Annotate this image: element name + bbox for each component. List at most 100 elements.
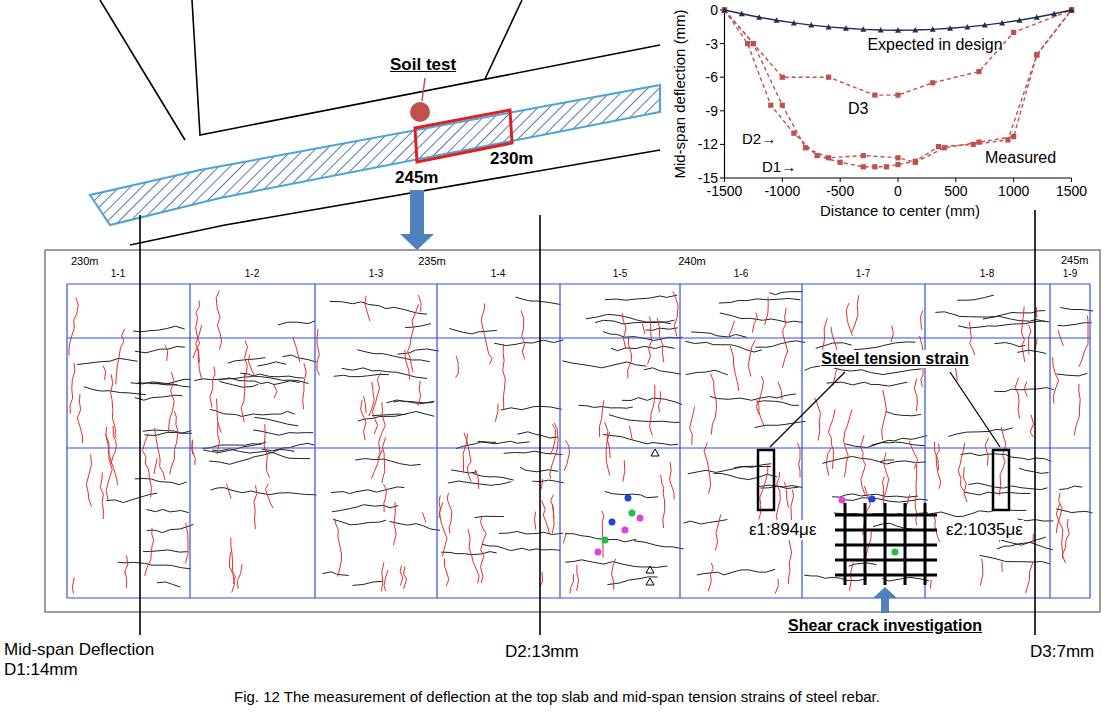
data-marker (895, 162, 900, 167)
measured-curve (725, 10, 1072, 167)
crack-line (422, 512, 425, 522)
crack-line (168, 372, 174, 433)
tick-label: 500 (944, 183, 967, 199)
crack-line (957, 295, 994, 300)
crack-line (844, 410, 853, 477)
crack-line (124, 556, 127, 573)
crack-line (335, 518, 342, 576)
crack-line (463, 434, 468, 472)
crack-line (634, 541, 684, 549)
test-markers (595, 449, 899, 585)
chainage-label: 245m (1060, 254, 1090, 267)
segment-label: 1-9 (1062, 268, 1078, 280)
crack-line (752, 313, 757, 333)
test-markers (609, 519, 616, 526)
crack-line (501, 406, 562, 410)
crack-line (372, 414, 406, 416)
crack-line (107, 493, 158, 502)
crack-line (405, 324, 431, 328)
crack-line (648, 317, 652, 365)
crack-line (930, 580, 932, 589)
crack-line (550, 423, 558, 479)
data-marker (860, 26, 866, 32)
crack-line (921, 311, 923, 330)
data-marker (826, 155, 831, 160)
data-marker (895, 155, 900, 160)
crack-line (516, 297, 561, 304)
crack-line (255, 417, 299, 426)
callout-leaders (770, 372, 1000, 447)
crack-line (372, 372, 380, 434)
crack-line (605, 295, 677, 300)
crack-line (570, 574, 574, 593)
crack-line (1024, 381, 1027, 396)
crack-line (691, 332, 747, 338)
measured-curve (725, 10, 1072, 95)
crack-line (730, 346, 739, 391)
chainage-label: 245m (395, 168, 438, 188)
crack-line (456, 356, 459, 378)
grid-line (66, 284, 67, 598)
crack-line (602, 511, 604, 558)
crack-line (629, 426, 632, 440)
crack-line (704, 443, 711, 494)
crack-line (449, 329, 497, 334)
axis-tick (724, 178, 725, 182)
crack-line (1001, 562, 1002, 572)
data-marker (826, 24, 832, 30)
crack-line (884, 452, 889, 499)
shear-crack-grid (835, 514, 937, 517)
crack-line (760, 486, 802, 489)
crack-line (475, 516, 504, 517)
crack-line (72, 578, 74, 594)
leader-line (422, 78, 425, 101)
crack-line (398, 349, 439, 354)
data-marker (913, 160, 918, 165)
segment-label: 1-1 (110, 268, 126, 280)
crack-line (849, 563, 853, 591)
crack-line (686, 370, 728, 375)
data-marker (947, 25, 953, 31)
crack-line (1056, 504, 1063, 559)
crack-line (715, 514, 721, 550)
curve-label: D3 (848, 100, 868, 118)
crack-line (852, 295, 859, 332)
shear-crack-grid (835, 559, 937, 562)
shear-crack-grid (835, 574, 937, 577)
crack-line (405, 350, 410, 380)
crack-line (330, 301, 427, 314)
crack-line (622, 313, 626, 349)
crack-line (185, 523, 188, 563)
data-marker (774, 17, 780, 23)
crack-line (603, 434, 678, 445)
crack-line (565, 534, 637, 542)
axis-tick (720, 110, 725, 111)
crack-line (249, 355, 255, 377)
data-marker (843, 25, 849, 31)
crack-line (218, 422, 221, 432)
data-marker (982, 22, 988, 28)
segment-label: 1-2 (244, 268, 260, 280)
crack-line (400, 566, 403, 586)
crack-line (607, 577, 657, 585)
crack-line (475, 470, 478, 489)
crack-line (579, 405, 633, 408)
shear-crack-grid (835, 544, 937, 547)
crack-line (785, 482, 789, 508)
crack-line (595, 320, 671, 324)
crack-line (1019, 468, 1048, 473)
crack-line (481, 304, 492, 365)
crack-line (170, 411, 178, 474)
crack-line (245, 341, 248, 376)
data-marker (838, 160, 843, 165)
data-marker (1011, 30, 1016, 35)
data-marker (930, 80, 935, 85)
crack-line (441, 552, 497, 555)
axis-tick (898, 178, 899, 182)
crack-line (734, 464, 771, 468)
crack-line (1015, 377, 1019, 418)
crack-line (960, 453, 1051, 461)
data-marker (912, 27, 918, 33)
crack-line (623, 460, 625, 482)
grid-line (679, 284, 680, 598)
